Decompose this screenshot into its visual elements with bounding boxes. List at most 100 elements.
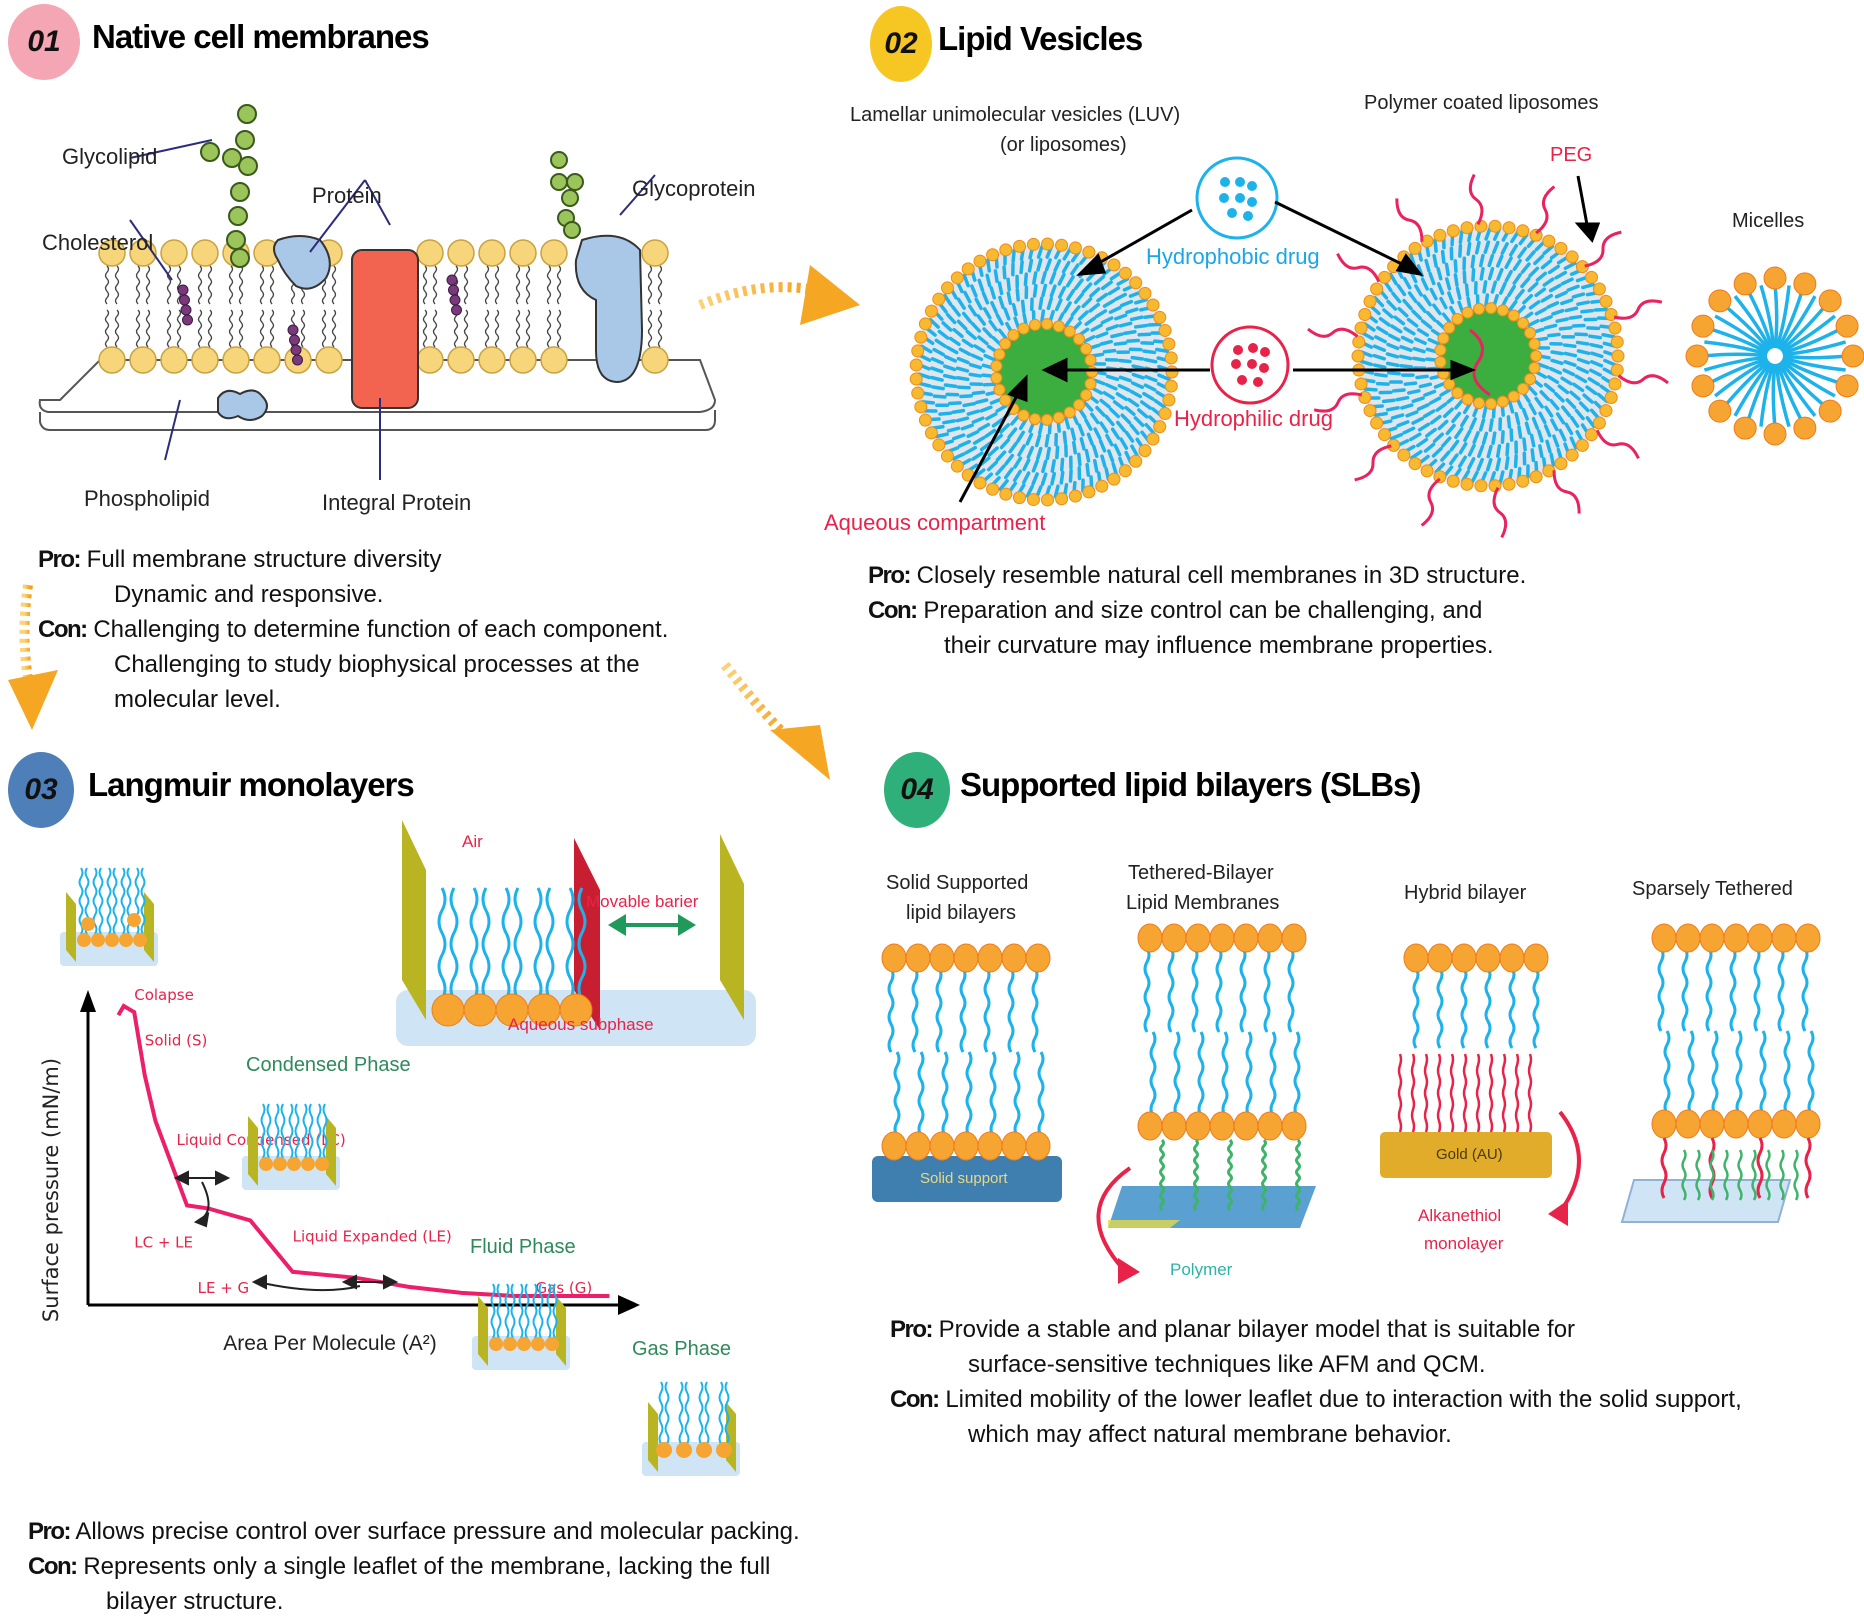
- lipid-tail: [1589, 360, 1604, 368]
- con-text: Challenging to determine function of eac…: [93, 616, 669, 643]
- lipid-head: [909, 372, 923, 386]
- lipid-head: [1351, 349, 1365, 363]
- peg-chain: [1535, 185, 1556, 235]
- lipid-tail: [1385, 352, 1400, 359]
- lipid-tail: [1437, 419, 1449, 431]
- lipid-tail: [481, 887, 491, 1001]
- con-row: Con: Preparation and size control can be…: [868, 593, 1526, 628]
- micelle-head: [1691, 314, 1715, 338]
- lipid-tail: [1011, 303, 1018, 317]
- lipid-tail: [1514, 288, 1525, 301]
- lipid-head: [881, 1131, 907, 1161]
- lipid-head: [1146, 432, 1160, 446]
- lipid-tail: [930, 357, 944, 365]
- lipid-tail: [984, 428, 997, 439]
- lipid-tail: [918, 353, 932, 362]
- lipid-tail: [1031, 459, 1039, 473]
- pro-con-langmuir: Pro: Allows precise control over surface…: [28, 1514, 800, 1619]
- lipid-tail: [1578, 401, 1590, 413]
- lipid-tail: [1542, 277, 1555, 287]
- lipid-head: [1420, 464, 1434, 478]
- micelle-tail: [1745, 362, 1774, 424]
- peg-chain: [1584, 230, 1622, 268]
- lipid-head: [914, 330, 928, 344]
- lipid-tail: [1363, 387, 1378, 392]
- lipid-tail: [1099, 421, 1109, 434]
- lipid-tail: [1191, 947, 1199, 1033]
- lipid-head: [1041, 493, 1055, 507]
- lipid-tail: [1402, 298, 1413, 311]
- phospholipid-tail: [546, 309, 552, 348]
- lipid-head: [1699, 923, 1725, 953]
- model-title-solid-supported-2: lipid bilayers: [906, 902, 1017, 924]
- lipid-head: [1397, 448, 1411, 462]
- lipid-head: [105, 933, 119, 947]
- micelle-tail: [1714, 358, 1770, 398]
- alkanethiol-chain: [1462, 1053, 1468, 1133]
- lipid-tail: [1062, 247, 1072, 261]
- lipid-tail: [1074, 292, 1085, 305]
- lipid-tail: [1104, 414, 1115, 427]
- lipid-tail: [1481, 431, 1489, 446]
- con-text-cont: bilayer structure.: [106, 1588, 284, 1615]
- lipid-tail: [1119, 299, 1134, 308]
- lipid-tail: [1391, 388, 1406, 393]
- lipid-tail: [1398, 354, 1413, 361]
- pro-row: Pro: Provide a stable and planar bilayer…: [890, 1312, 1742, 1347]
- label-glycolipid: Glycolipid: [62, 144, 158, 169]
- lipid-tail: [1783, 1030, 1791, 1115]
- micelle-tail: [1774, 363, 1791, 428]
- lipid-tail: [1528, 300, 1541, 310]
- phospholipid-head: [416, 239, 444, 267]
- lipid-tail: [1095, 331, 1109, 339]
- alkanethiol-chain: [1514, 1053, 1520, 1133]
- lipid-tail: [935, 967, 943, 1053]
- lipid-head: [1507, 390, 1520, 403]
- lipid-tail: [1442, 407, 1454, 419]
- lipid-tail: [1100, 316, 1114, 325]
- lipid-tail: [1032, 284, 1038, 298]
- lipid-tail: [1038, 296, 1044, 311]
- lipid-tail: [1041, 283, 1048, 298]
- lipid-head: [1554, 241, 1568, 255]
- phospholipid-tail: [145, 265, 151, 305]
- spacer-chain: [1793, 1149, 1799, 1201]
- lipid-head: [1146, 298, 1160, 312]
- lipid-head: [1378, 270, 1392, 284]
- lipid-head: [911, 344, 925, 358]
- lipid-tail: [1073, 278, 1084, 291]
- lipid-tail: [1589, 342, 1604, 349]
- lipid-head: [273, 1157, 287, 1171]
- lipid-tail: [1008, 441, 1018, 454]
- lipid-tail: [1109, 271, 1122, 281]
- lipid-head: [1460, 221, 1474, 235]
- lipid-tail: [1110, 332, 1124, 339]
- lipid-tail: [1395, 395, 1410, 402]
- phospholipid-tail: [556, 309, 562, 348]
- lipid-head: [932, 292, 946, 306]
- lipid-tail: [987, 446, 999, 457]
- phospholipid-tail: [228, 309, 234, 348]
- phospholipid-tail: [166, 265, 172, 305]
- label-cholesterol: Cholesterol: [42, 230, 154, 255]
- lipid-head: [489, 1337, 503, 1351]
- lipid-tail: [1107, 449, 1115, 463]
- lipid-tail: [1411, 396, 1425, 404]
- lipid-tail: [1131, 372, 1145, 380]
- phospholipid-tail: [422, 265, 428, 305]
- lipid-tail: [1013, 1051, 1021, 1137]
- lipid-head: [1354, 321, 1368, 335]
- lipid-tail: [1399, 363, 1414, 369]
- gold-support-block: [1380, 1132, 1552, 1178]
- polymer-arrow: [1096, 1166, 1132, 1272]
- lipid-tail: [1533, 254, 1545, 266]
- lipid-tail: [1601, 332, 1616, 339]
- lipid-tail: [1414, 337, 1427, 345]
- lipid-tail: [1411, 309, 1423, 321]
- lipid-tail: [1420, 319, 1433, 330]
- sugar-unit: [230, 248, 250, 268]
- lipid-tail: [1554, 290, 1568, 299]
- pro-text: Provide a stable and planar bilayer mode…: [938, 1316, 1576, 1343]
- sugar-unit: [561, 189, 579, 207]
- trough-wall: [248, 1116, 258, 1186]
